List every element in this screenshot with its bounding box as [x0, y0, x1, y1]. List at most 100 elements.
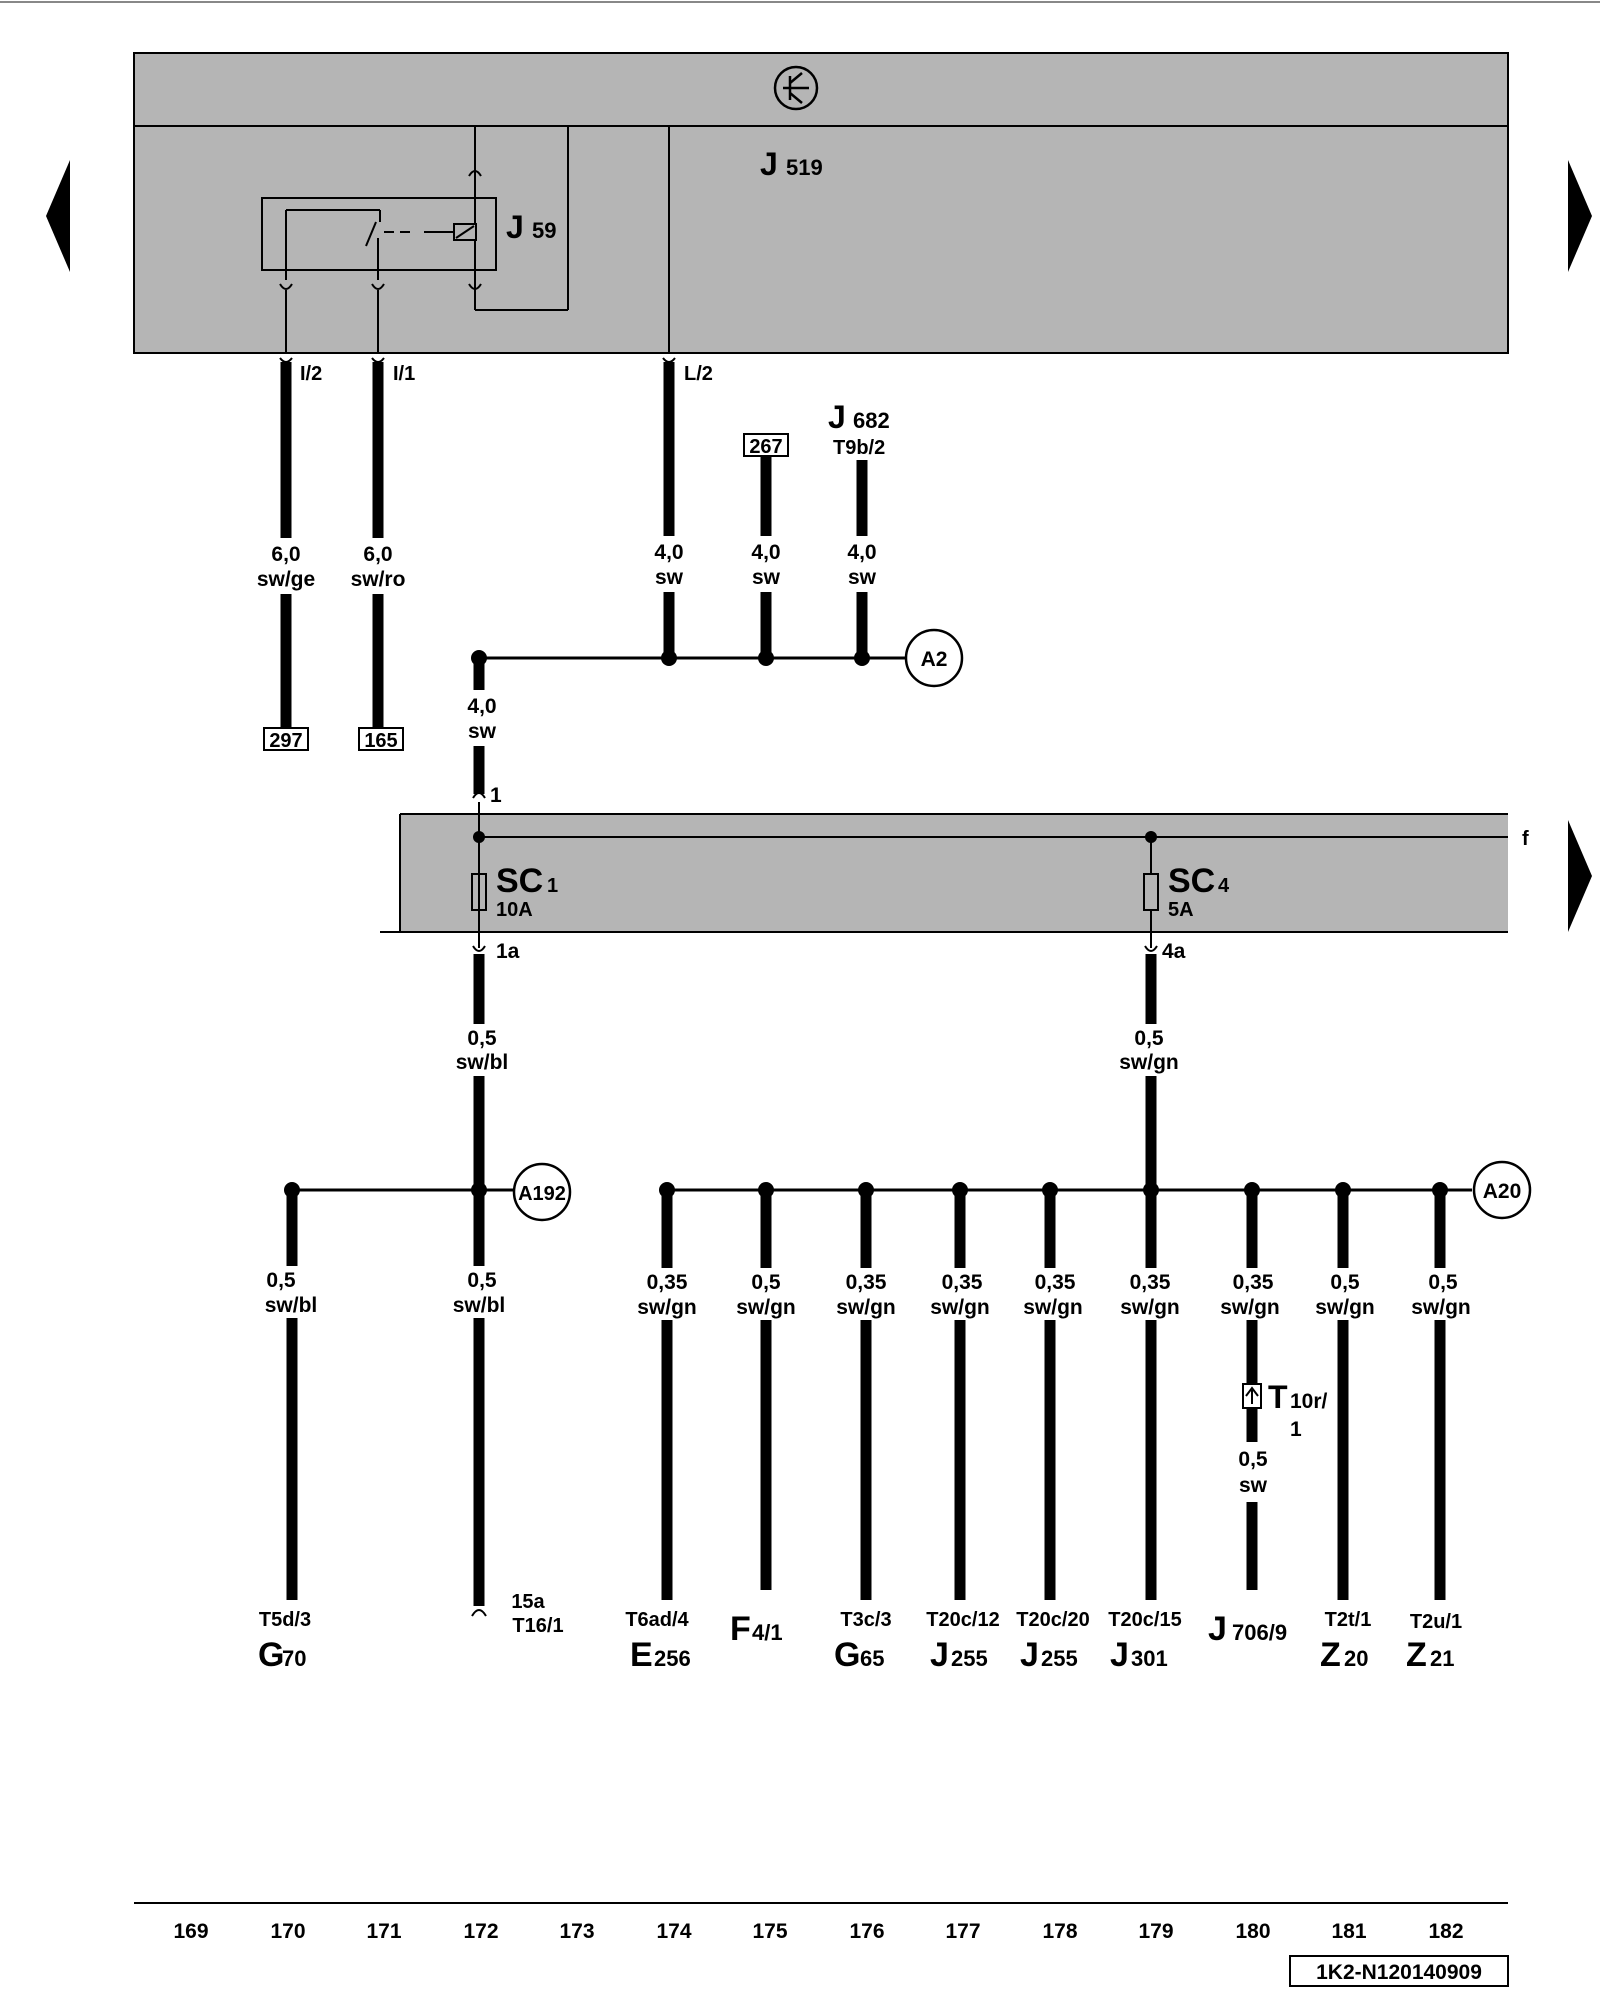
pin-label: T20c/20 [1016, 1609, 1089, 1631]
track-numbers: 169 170 171 172 173 174 175 176 177 178 … [173, 1920, 1463, 1943]
component-label-main: G [258, 1636, 284, 1674]
track-number: 169 [173, 1920, 208, 1943]
pin-label: 15a [511, 1591, 545, 1613]
wire-sc4-out: 0,5 sw/gn [1119, 954, 1179, 1190]
track-number: 171 [366, 1920, 401, 1943]
wire-color: sw [752, 566, 781, 589]
component-label-main: E [630, 1636, 653, 1674]
j59-label-main: J [506, 209, 524, 245]
component-label-main: J [1208, 1610, 1227, 1648]
pin-label: T3c/3 [840, 1609, 891, 1631]
branch-f4: 0,5 sw/gn F 4/1 [730, 1182, 796, 1648]
pin-label: T2t/1 [1325, 1609, 1372, 1631]
j682-label-sub: 682 [853, 408, 890, 433]
wire-gauge: 4,0 [654, 541, 683, 564]
ref-267[interactable]: 267 [749, 436, 782, 458]
component-label-main: J [930, 1636, 949, 1674]
branch-t16: 0,5 sw/bl 15a T16/1 [453, 1190, 564, 1637]
diagram-id-box: 1K2-N120140909 [1289, 1955, 1509, 1987]
wire-color: sw/gn [1023, 1296, 1083, 1319]
wire-gauge: 4,0 [847, 541, 876, 564]
component-label-sub: 21 [1430, 1646, 1454, 1671]
fuse-panel-sc: f SC 1 10A SC 4 5A [380, 802, 1529, 948]
connector-a2: A2 [921, 648, 948, 671]
component-label-sub: 65 [860, 1646, 884, 1671]
pin-l2: L/2 [684, 363, 713, 385]
ref-165[interactable]: 165 [364, 730, 397, 752]
component-label-sub: 4/1 [752, 1620, 783, 1645]
component-label-main: J [1110, 1636, 1129, 1674]
pin-i2: I/2 [300, 363, 322, 385]
wire-color: sw/gn [836, 1296, 896, 1319]
connector-a192: A192 [518, 1183, 566, 1205]
t10r-label-main: T [1268, 1379, 1288, 1415]
wire-gauge: 4,0 [467, 695, 496, 718]
track-number: 175 [752, 1920, 787, 1943]
wire-to-sc: 4,0 sw 1 [467, 658, 502, 807]
wire-color: sw/ro [351, 568, 406, 591]
wire-color: sw [848, 566, 877, 589]
t10r-label-sub-2: 1 [1290, 1418, 1302, 1441]
component-label-main: J [1020, 1636, 1039, 1674]
wire-gauge: 0,35 [1035, 1271, 1076, 1294]
continue-arrow-icon[interactable] [1568, 820, 1592, 932]
branch-g70: 0,5 sw/bl T5d/3 G 70 [258, 1190, 317, 1674]
sc4-rating: 5A [1168, 899, 1194, 921]
track-number: 179 [1138, 1920, 1173, 1943]
diagram-id: 1K2-N120140909 [1316, 1961, 1482, 1984]
branch-j255-a: 0,35 sw/gn T20c/12 J 255 [926, 1182, 1000, 1674]
wire-color: sw [655, 566, 684, 589]
pin-label: T5d/3 [259, 1609, 311, 1631]
wire-gauge: 6,0 [271, 543, 300, 566]
component-label-main: Z [1320, 1636, 1341, 1674]
pin-label: T2u/1 [1410, 1611, 1462, 1633]
component-label-main: F [730, 1610, 751, 1648]
track-number: 170 [270, 1920, 305, 1943]
track-number: 174 [656, 1920, 691, 1943]
wire-gauge: 0,5 [1134, 1027, 1164, 1050]
junction-a2: A2 [471, 628, 964, 688]
ref-297[interactable]: 297 [269, 730, 302, 752]
branch-j301: 0,35 sw/gn T20c/15 J 301 [1108, 1182, 1182, 1674]
branch-j255-b: 0,35 sw/gn T20c/20 J 255 [1016, 1182, 1090, 1674]
wire-color: sw/gn [1119, 1051, 1179, 1074]
next-page-arrow-icon[interactable] [1568, 160, 1592, 272]
wire-color: sw/gn [1220, 1296, 1280, 1319]
track-number: 177 [945, 1920, 980, 1943]
wire-gauge: 0,5 [467, 1269, 497, 1292]
wire-color: sw [1239, 1474, 1268, 1497]
wire-gauge: 0,5 [1330, 1271, 1360, 1294]
wire-gauge: 0,5 [1238, 1448, 1268, 1471]
wire-i1: 6,0 sw/ro 165 [351, 362, 406, 752]
connector-a20: A20 [1483, 1180, 1522, 1203]
branch-e256: 0,35 sw/gn T6ad/4 E 256 [625, 1182, 697, 1674]
wire-gauge: 0,5 [467, 1027, 497, 1050]
wire-color: sw/bl [456, 1051, 509, 1074]
sc1-label-sub: 1 [547, 875, 558, 897]
component-label-sub: 301 [1131, 1646, 1168, 1671]
wire-l2: 4,0 sw [654, 362, 684, 658]
sc1-rating: 10A [496, 899, 533, 921]
wire-267: 267 4,0 sw [743, 433, 789, 658]
wire-color: sw/gn [930, 1296, 990, 1319]
wire-gauge: 6,0 [363, 543, 392, 566]
branch-j706: 0,35 sw/gn T 10r/ 1 0,5 sw J 706/9 [1208, 1182, 1328, 1648]
previous-page-arrow-icon[interactable] [46, 160, 70, 272]
pin-label-2: T16/1 [512, 1615, 563, 1637]
wire-color: sw/gn [1120, 1296, 1180, 1319]
sc1-label-main: SC [496, 862, 543, 900]
wire-gauge: 0,5 [1428, 1271, 1458, 1294]
track-number: 172 [463, 1920, 498, 1943]
wire-sc1-out: 0,5 sw/bl [456, 954, 509, 1190]
component-label-main: Z [1406, 1636, 1427, 1674]
component-label-sub: 255 [1041, 1646, 1078, 1671]
j59-label-sub: 59 [532, 218, 556, 243]
connector-t10r-icon [1242, 1383, 1262, 1409]
junction-a192: A192 [284, 1162, 572, 1222]
track-number: 181 [1331, 1920, 1366, 1943]
fuse-sc4: SC 4 5A [1143, 837, 1230, 948]
component-label-main: G [834, 1636, 860, 1674]
electronic-component-icon [773, 65, 819, 111]
wire-color: sw/gn [736, 1296, 796, 1319]
